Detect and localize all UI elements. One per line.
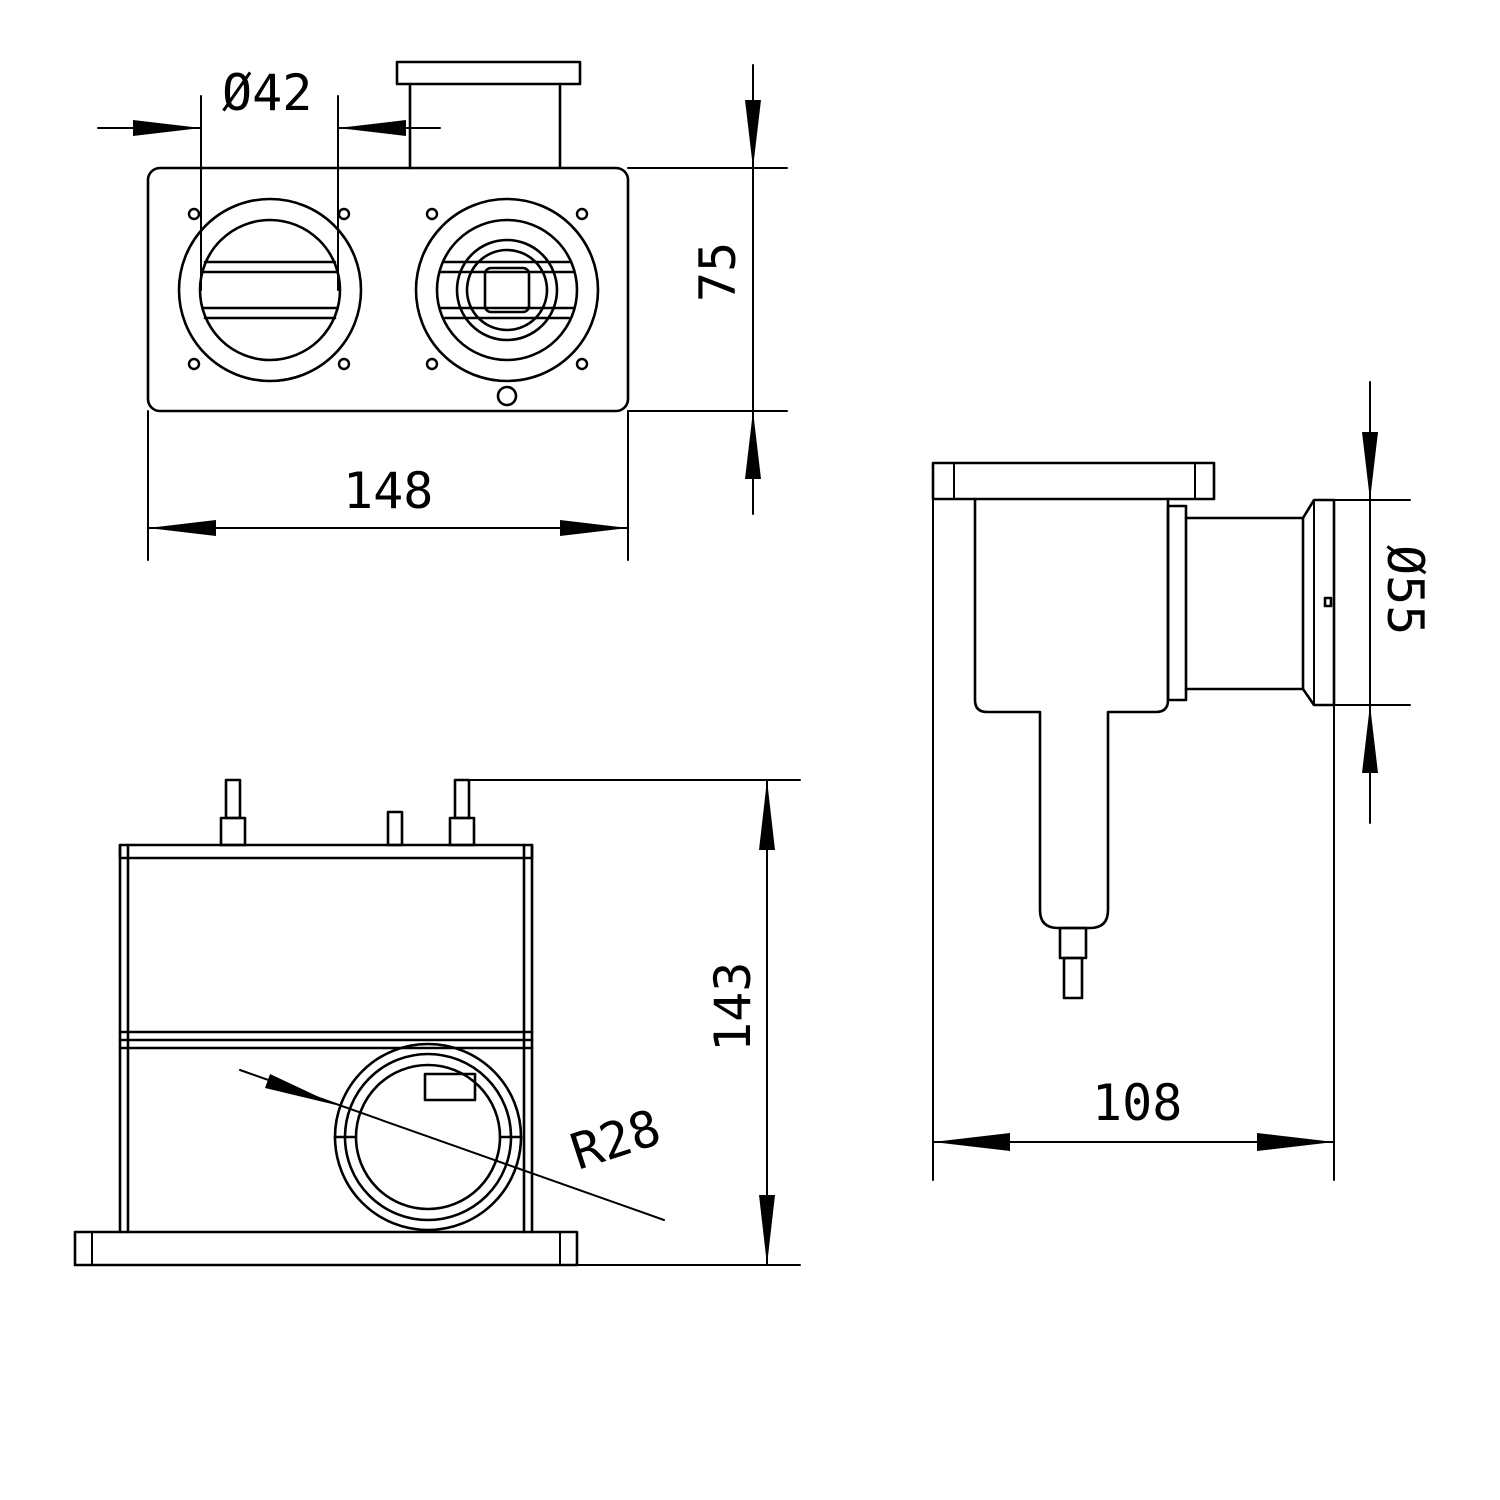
side-body [973,497,1170,930]
front-plate [146,166,630,413]
side-spigot-lower [1062,956,1084,1000]
side-spigot-upper [1058,926,1088,960]
dim-overall-height: 143 [468,779,801,1266]
dim-front-height: 75 [627,64,788,515]
side-top-flange [931,461,1216,501]
front-width-label: 148 [343,462,433,520]
top-pipe-flange [395,60,582,86]
side-inlet [1166,498,1336,707]
side-view: Ø55 108 [931,381,1434,1181]
front-view: Ø42 148 75 [97,60,788,561]
dim-front-width: 148 [147,410,629,561]
elevation-view: R28 143 [73,778,801,1267]
left-port [177,197,363,383]
inlet-radius-label: R28 [564,1098,668,1181]
dim-inlet-diameter: Ø55 [1333,381,1434,824]
flange-diameter-label: Ø42 [222,64,312,122]
base-plate [73,1230,579,1267]
box-body [118,843,534,1234]
right-port [414,197,600,407]
side-depth-label: 108 [1092,1074,1182,1132]
dim-flange-diameter: Ø42 [97,64,441,291]
front-height-label: 75 [689,242,747,302]
dim-side-depth: 108 [932,498,1335,1181]
front-inlet [333,1042,523,1232]
top-pipe-body [408,82,562,170]
top-spigots [219,778,476,847]
dim-inlet-radius: R28 [239,1069,668,1221]
overall-height-label: 143 [704,962,762,1052]
inlet-diameter-label: Ø55 [1376,545,1434,635]
